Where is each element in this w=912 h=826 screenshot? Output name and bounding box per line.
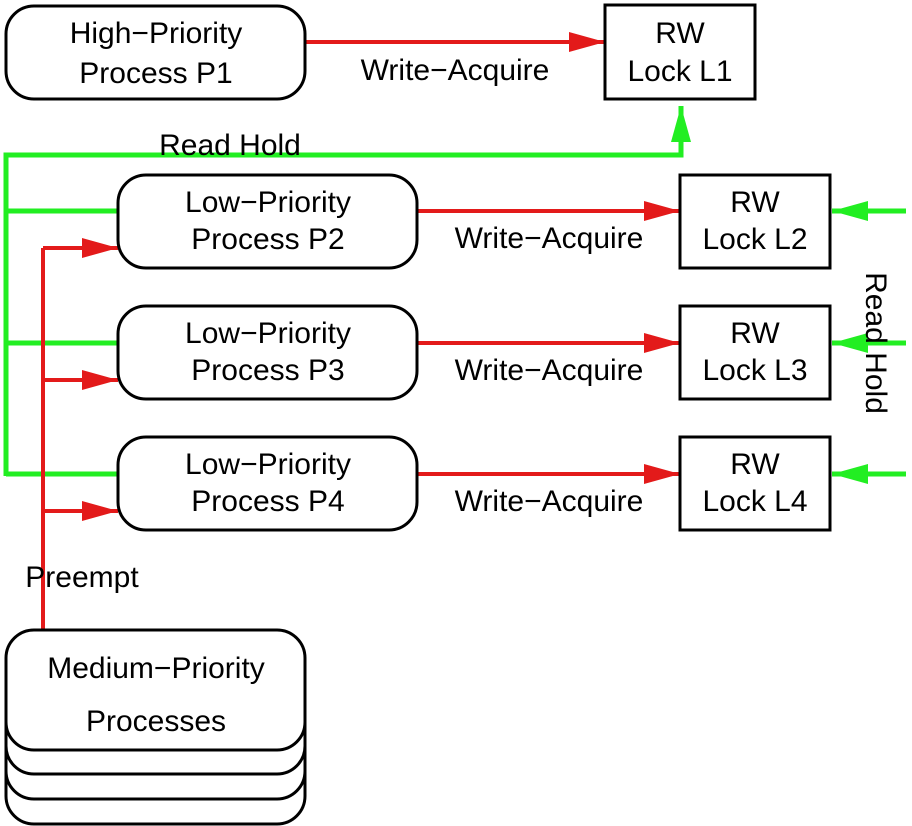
preempt-edges <box>41 238 118 630</box>
lock-l2-line2: Lock L2 <box>702 223 807 256</box>
label-read-hold-right: Read Hold <box>859 272 892 414</box>
lock-l1-line1: RW <box>655 17 705 50</box>
medium-stack-front <box>4 628 307 752</box>
process-p4: Low−Priority Process P4 <box>116 435 419 532</box>
label-write-acquire-p2: Write−Acquire <box>455 222 644 255</box>
process-p2-line1: Low−Priority <box>185 186 351 219</box>
write-edges <box>306 32 680 484</box>
process-p4-line1: Low−Priority <box>185 448 351 481</box>
process-p3-line2: Process P3 <box>191 354 344 387</box>
label-write-acquire-p1: Write−Acquire <box>361 54 550 87</box>
process-p2: Low−Priority Process P2 <box>116 173 419 270</box>
process-p1-line2: Process P1 <box>79 57 232 90</box>
medium-priority-processes: Medium−Priority Processes <box>4 628 307 826</box>
lock-l4: RW Lock L4 <box>678 435 832 532</box>
process-p3: Low−Priority Process P3 <box>116 304 419 401</box>
process-p4-line2: Process P4 <box>191 485 344 518</box>
lock-l4-line2: Lock L4 <box>702 485 807 518</box>
lock-l4-line1: RW <box>730 448 780 481</box>
label-preempt: Preempt <box>25 561 139 594</box>
read-hold-trunk <box>3 106 691 476</box>
medium-line1: Medium−Priority <box>47 652 265 685</box>
process-p1: High−Priority Process P1 <box>4 4 307 101</box>
lock-l1: RW Lock L1 <box>603 3 757 101</box>
lock-l3: RW Lock L3 <box>678 304 832 401</box>
lock-l1-line2: Lock L1 <box>627 55 732 88</box>
label-read-hold-top: Read Hold <box>159 129 301 162</box>
process-p3-line1: Low−Priority <box>185 317 351 350</box>
read-hold-edges <box>3 106 906 484</box>
label-write-acquire-p4: Write−Acquire <box>455 485 644 518</box>
lock-l3-line2: Lock L3 <box>702 354 807 387</box>
process-p2-line2: Process P2 <box>191 223 344 256</box>
lock-l3-line1: RW <box>730 317 780 350</box>
label-write-acquire-p3: Write−Acquire <box>455 354 644 387</box>
process-p1-line1: High−Priority <box>70 17 243 50</box>
lock-l2-line1: RW <box>730 186 780 219</box>
medium-line2: Processes <box>86 705 226 738</box>
lock-l2: RW Lock L2 <box>678 173 832 270</box>
